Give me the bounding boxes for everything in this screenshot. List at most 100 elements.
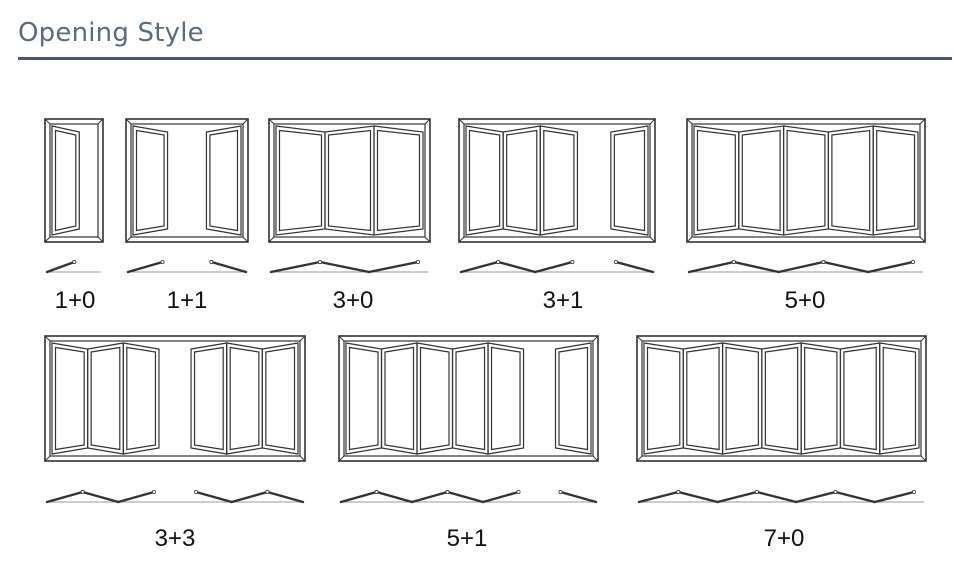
fold-leaf	[777, 260, 825, 274]
sash-panel	[380, 342, 418, 455]
fold-leaf	[266, 490, 305, 504]
door-frame	[44, 118, 104, 243]
frame-corner	[592, 455, 599, 462]
fold-leaf	[732, 260, 780, 274]
glass-pane	[90, 346, 121, 451]
door-frame	[686, 118, 926, 243]
frame-corner	[268, 118, 275, 125]
fold-leaf	[210, 260, 248, 274]
sash-panel	[502, 125, 541, 236]
hinge-point	[317, 259, 322, 264]
sash-panel	[554, 342, 592, 455]
glass-pane	[831, 129, 871, 232]
sash-panel	[373, 125, 424, 236]
frame-corner	[44, 236, 51, 243]
frame-corner	[424, 236, 431, 243]
sash-panel	[122, 342, 160, 455]
door-frame-inner	[463, 123, 651, 238]
door-frame-inner	[691, 123, 921, 238]
fold-leaf	[459, 260, 500, 274]
sash-panel	[275, 125, 326, 236]
glass-pane	[804, 346, 838, 451]
hinge-point	[80, 489, 85, 494]
fold-leaf	[614, 260, 655, 274]
frame-corner	[686, 236, 693, 243]
glass-pane	[686, 346, 720, 451]
frame-corner	[299, 455, 306, 462]
glass-pane	[506, 129, 538, 232]
glass-pane	[54, 129, 77, 232]
frame-corner	[458, 236, 465, 243]
door-frame-inner	[273, 123, 426, 238]
sash-panel	[132, 125, 169, 236]
opening-style-label: 7+0	[764, 525, 805, 552]
glass-pane	[419, 346, 450, 451]
glass-pane	[348, 346, 379, 451]
glass-pane	[764, 346, 799, 451]
frame-corner	[44, 335, 51, 342]
sash-panel	[345, 342, 383, 455]
sash-panel	[205, 125, 242, 236]
frame-corner	[97, 236, 104, 243]
glass-pane	[193, 346, 224, 451]
opening-style-label: 3+3	[155, 525, 196, 552]
sash-panel	[465, 125, 504, 236]
frame-corner	[636, 455, 643, 462]
fold-leaf	[637, 490, 680, 504]
glass-pane	[786, 129, 826, 232]
sash-panel	[226, 342, 263, 455]
fold-leaf	[755, 490, 798, 504]
frame-corner	[242, 236, 249, 243]
sash-panel	[539, 125, 579, 236]
hinge-point	[570, 259, 575, 264]
fold-leaf	[367, 260, 420, 274]
sash-panel	[87, 342, 124, 455]
fold-leaf	[867, 260, 915, 274]
fold-leaf	[873, 490, 916, 504]
glass-pane	[468, 129, 501, 232]
sash-panel	[51, 125, 80, 236]
frame-corner	[649, 118, 656, 125]
sash-panel	[261, 342, 299, 455]
hinge-point	[558, 489, 563, 494]
sash-panel	[800, 342, 842, 455]
glass-pane	[265, 346, 296, 451]
hinge-point	[676, 489, 681, 494]
fold-leaf	[822, 260, 870, 274]
frame-corner	[920, 335, 927, 342]
glass-pane	[696, 129, 736, 232]
door-frame	[338, 335, 599, 462]
fold-leaf	[126, 260, 164, 274]
sash-panel	[643, 342, 684, 455]
glass-pane	[229, 346, 260, 451]
fold-leaf	[677, 490, 719, 504]
door-frame-inner	[130, 123, 244, 238]
door-frame	[44, 335, 306, 462]
frame-corner	[268, 236, 275, 243]
hinge-point	[754, 489, 759, 494]
sash-panel	[738, 125, 785, 236]
glass-pane	[725, 346, 759, 451]
hinge-point	[415, 259, 420, 264]
sash-panel	[839, 342, 881, 455]
frame-corner	[458, 118, 465, 125]
fold-leaf	[318, 260, 371, 274]
hinge-point	[516, 489, 521, 494]
hinge-point	[496, 259, 501, 264]
door-frame-inner	[343, 340, 594, 457]
door-frame	[458, 118, 656, 243]
glass-pane	[455, 346, 486, 451]
fold-leaf	[230, 490, 269, 504]
hinge-point	[194, 489, 199, 494]
sash-panel	[693, 125, 740, 236]
sash-panel	[610, 125, 649, 236]
sash-panel	[827, 125, 874, 236]
hinge-point	[151, 489, 156, 494]
glass-pane	[490, 346, 521, 451]
frame-corner	[242, 118, 249, 125]
sash-panel	[324, 125, 375, 236]
frame-corner	[44, 118, 51, 125]
fold-leaf	[269, 260, 322, 274]
fold-leaf	[834, 490, 876, 504]
hinge-point	[833, 489, 838, 494]
